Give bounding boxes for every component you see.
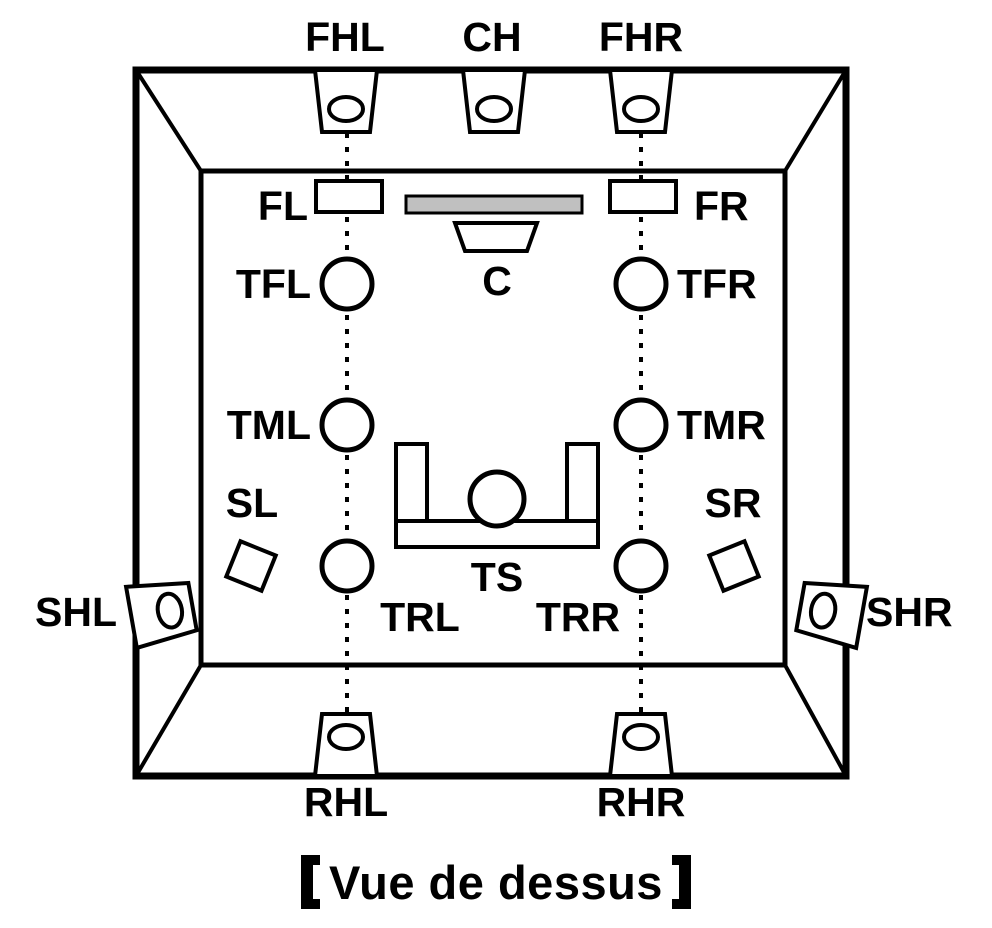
tv-screen-icon <box>404 194 584 215</box>
label-shr: SHR <box>866 589 953 635</box>
sl-speaker-icon <box>223 538 279 594</box>
rhl-speaker-icon <box>313 712 379 778</box>
label-rhr: RHR <box>597 779 686 825</box>
room-corner-lines <box>134 68 848 778</box>
label-tmr: TMR <box>677 402 766 448</box>
tml-speaker-icon <box>319 397 375 453</box>
label-fhr: FHR <box>599 14 683 60</box>
room-inner-wall <box>198 168 788 668</box>
tmr-speaker-icon <box>613 397 669 453</box>
rhr-speaker-icon <box>608 712 674 778</box>
label-tfr: TFR <box>677 261 757 307</box>
label-rhl: RHL <box>304 779 388 825</box>
label-tfl: TFL <box>236 261 311 307</box>
tfl-speaker-icon <box>319 256 375 312</box>
label-ts: TS <box>471 554 523 600</box>
ts-speaker-icon <box>467 469 527 529</box>
label-fl: FL <box>258 183 308 229</box>
fhl-speaker-icon <box>313 68 379 134</box>
label-tml: TML <box>227 402 311 448</box>
speaker-layout-diagram: FHL CH FHR FL FR C TFL TFR TML TMR SL SR… <box>35 14 953 825</box>
label-sr: SR <box>705 480 762 526</box>
fl-speaker-icon <box>314 179 384 214</box>
trl-speaker-icon <box>319 538 375 594</box>
caption-open-bracket-icon <box>301 855 321 909</box>
caption-text: Vue de dessus <box>329 855 663 909</box>
fhr-speaker-icon <box>608 68 674 134</box>
fr-speaker-icon <box>608 179 678 214</box>
label-trl: TRL <box>380 594 460 640</box>
label-fr: FR <box>694 183 749 229</box>
label-fhl: FHL <box>305 14 385 60</box>
label-shl: SHL <box>35 589 117 635</box>
label-ch: CH <box>462 14 521 60</box>
diagram-caption: Vue de dessus <box>0 836 992 928</box>
sr-speaker-icon <box>706 538 762 594</box>
ch-speaker-icon <box>461 68 527 134</box>
caption-close-bracket-icon <box>671 855 691 909</box>
trr-speaker-icon <box>613 538 669 594</box>
tfr-speaker-icon <box>613 256 669 312</box>
label-c: C <box>482 258 512 304</box>
label-sl: SL <box>226 480 278 526</box>
center-speaker-icon <box>452 221 540 253</box>
label-trr: TRR <box>536 594 620 640</box>
